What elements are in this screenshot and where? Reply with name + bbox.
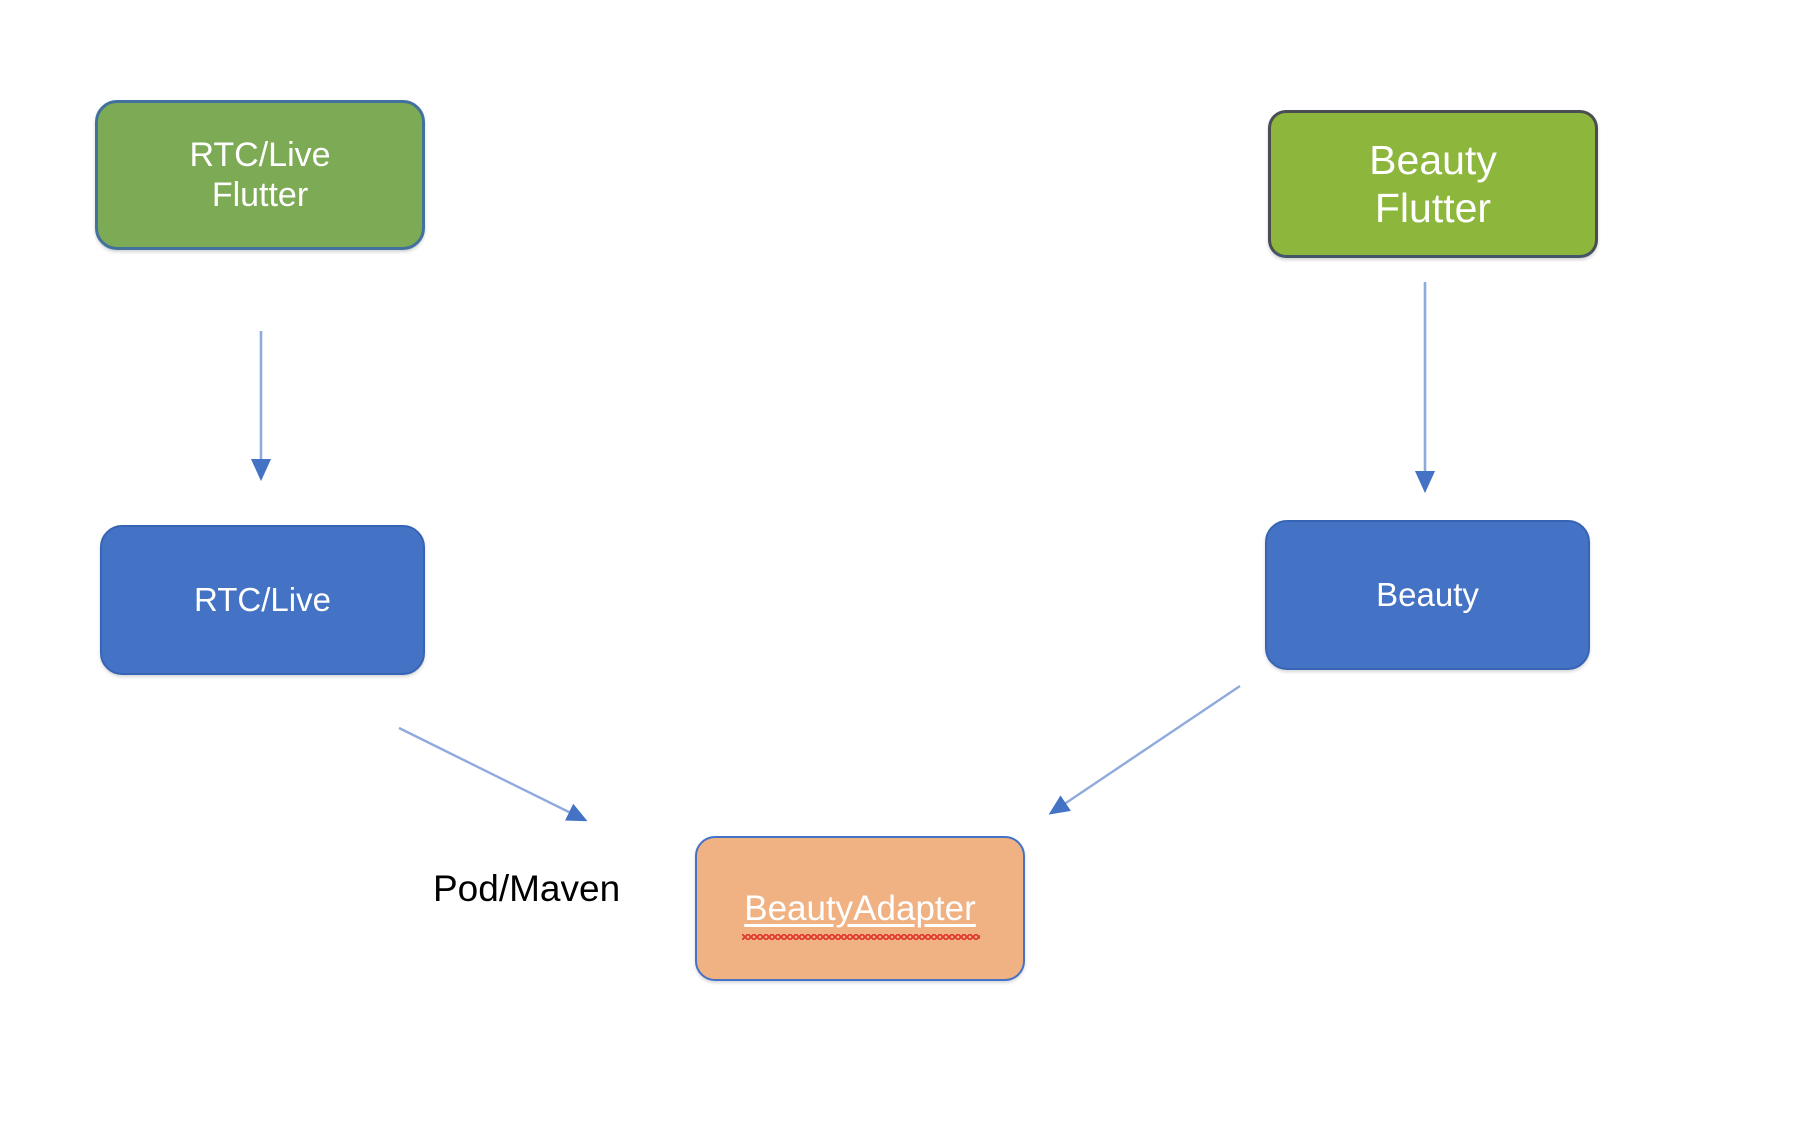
edge-beauty-to-beauty-adapter [1048, 685, 1241, 815]
node-rtc-live-flutter-label: RTC/Live Flutter [189, 135, 331, 214]
node-beauty-flutter[interactable]: Beauty Flutter [1268, 110, 1598, 258]
edge-rtc-live-to-beauty-adapter [398, 726, 588, 822]
node-beauty[interactable]: Beauty [1265, 520, 1590, 670]
node-beauty-adapter-label: BeautyAdapter [742, 888, 980, 941]
node-rtc-live-flutter[interactable]: RTC/Live Flutter [95, 100, 425, 250]
node-beauty-adapter[interactable]: BeautyAdapter [695, 836, 1025, 981]
node-beauty-label: Beauty [1376, 575, 1479, 613]
node-rtc-live[interactable]: RTC/Live [100, 525, 425, 675]
node-beauty-flutter-label: Beauty Flutter [1369, 136, 1497, 231]
node-rtc-live-label: RTC/Live [194, 580, 331, 618]
label-pod-maven: Pod/Maven [433, 868, 621, 909]
